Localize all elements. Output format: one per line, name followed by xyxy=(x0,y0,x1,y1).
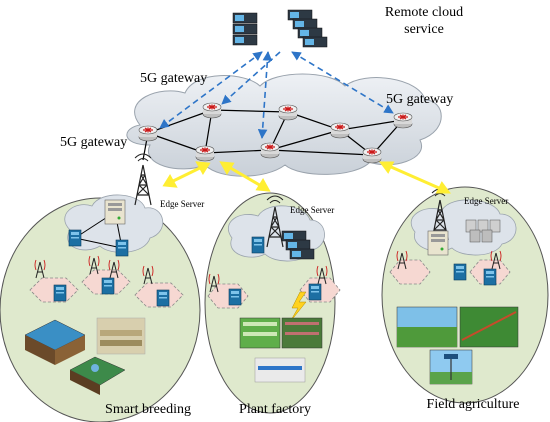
zone-breeding-area xyxy=(0,197,201,422)
cloud-links xyxy=(159,51,394,139)
computer-icon xyxy=(308,283,322,301)
computer-icon xyxy=(453,263,467,281)
field-edge-devices xyxy=(427,219,501,256)
zone-label-breeding: Smart breeding xyxy=(105,402,191,417)
edge-server-label-factory: Edge Server xyxy=(290,205,334,215)
cloud-service-label-line2: service xyxy=(404,22,444,37)
cloud-service-label-line1: Remote cloud xyxy=(385,5,463,20)
router-icon xyxy=(260,142,280,159)
gateway-label-right: 5G gateway xyxy=(386,92,453,107)
router-icon xyxy=(138,125,158,142)
breeding-sensor-cells xyxy=(29,255,184,308)
field-sensor-cells xyxy=(389,250,511,286)
computer-icon xyxy=(68,229,82,247)
router-icon xyxy=(393,112,413,129)
server-cluster-icon xyxy=(465,219,501,243)
computer-icon xyxy=(115,239,129,257)
breeding-photos xyxy=(24,317,146,395)
router-icon xyxy=(330,122,350,139)
edge-server-label-field: Edge Server xyxy=(464,196,508,206)
gateway-label-left-lower: 5G gateway xyxy=(60,135,127,150)
computer-icon xyxy=(251,236,265,254)
field-photos xyxy=(396,306,519,385)
router-icon xyxy=(202,102,222,119)
computer-icon xyxy=(53,284,67,302)
router-icon xyxy=(278,104,298,121)
factory-sensor-cells xyxy=(207,265,341,323)
cell-tower-icon xyxy=(134,153,152,206)
edge-server-label-breeding: Edge Server xyxy=(160,199,204,209)
gateway-label-left-upper: 5G gateway xyxy=(140,71,207,86)
factory-photos xyxy=(239,317,323,383)
zone-label-factory: Plant factory xyxy=(239,402,311,417)
computer-icon xyxy=(101,277,115,295)
yellow-links xyxy=(162,161,451,194)
breeding-edge-devices xyxy=(68,199,129,257)
lightning-icon xyxy=(289,291,307,323)
router-icon xyxy=(195,145,215,162)
router-icon xyxy=(362,147,382,164)
zone-label-field: Field agriculture xyxy=(427,397,520,412)
computer-icon xyxy=(483,268,497,286)
edge-server-icon xyxy=(104,199,126,225)
computer-icon xyxy=(228,288,242,306)
edge-server-icon xyxy=(427,230,449,256)
server-rack-icon xyxy=(232,9,328,48)
computer-icon xyxy=(156,289,170,307)
